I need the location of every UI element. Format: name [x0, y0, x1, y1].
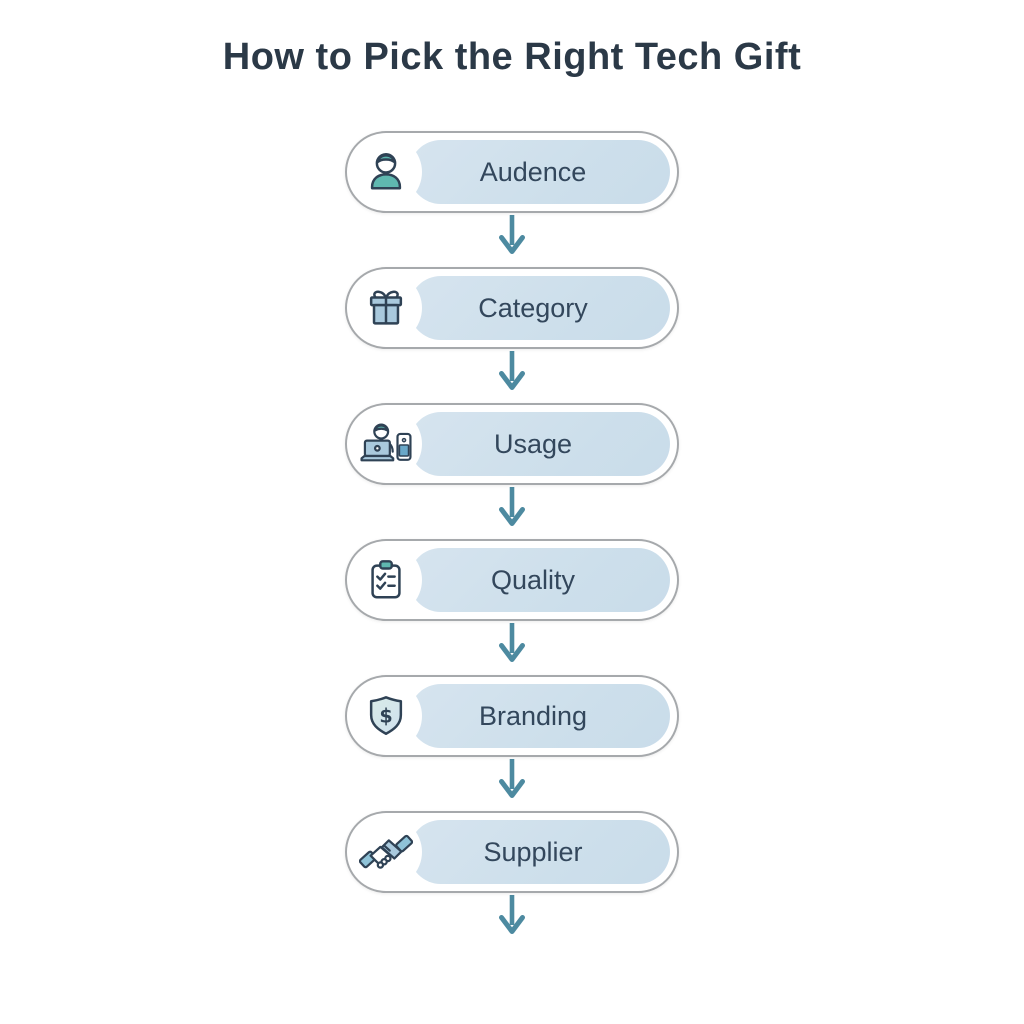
- step-label: Audence: [479, 156, 587, 187]
- flow-arrow: [498, 213, 526, 267]
- flow-arrow-final: [498, 893, 526, 947]
- pill-fill: [409, 276, 670, 340]
- step-label: Category: [478, 292, 588, 323]
- page-title: How to Pick the Right Tech Gift: [222, 36, 802, 78]
- flowchart: Audence Category: [344, 131, 680, 947]
- step-label: Quality: [490, 564, 576, 595]
- flow-arrow: [498, 621, 526, 675]
- step-supplier: Supplier: [345, 811, 679, 893]
- person-icon: [350, 136, 422, 208]
- arrow-down-icon: [499, 215, 525, 254]
- pill-fill: [409, 684, 670, 748]
- step-audience: Audence: [345, 131, 679, 213]
- arrow-down-icon: [499, 623, 525, 662]
- handshake-icon: [350, 816, 422, 888]
- arrow-down-icon: [499, 759, 525, 798]
- flow-arrow: [498, 349, 526, 403]
- arrow-down-icon: [499, 487, 525, 526]
- pill-fill: [409, 548, 670, 612]
- step-label: Branding: [478, 700, 588, 731]
- step-quality: Quality: [345, 539, 679, 621]
- pill-fill: [409, 140, 670, 204]
- flow-arrow: [498, 485, 526, 539]
- step-category: Category: [345, 267, 679, 349]
- svg-text:$: $: [379, 705, 392, 728]
- pill-fill: [409, 412, 670, 476]
- shield-dollar-icon: $: [350, 680, 422, 752]
- step-usage: Usage: [345, 403, 679, 485]
- gift-icon: [350, 272, 422, 344]
- flow-arrow: [498, 757, 526, 811]
- arrow-down-icon: [499, 895, 525, 934]
- step-label: Supplier: [483, 836, 583, 867]
- step-label: Usage: [493, 428, 573, 459]
- laptop-user-icon: [350, 408, 422, 480]
- step-branding: $ Branding: [345, 675, 679, 757]
- checklist-icon: [350, 544, 422, 616]
- arrow-down-icon: [499, 351, 525, 390]
- pill-fill: [409, 820, 670, 884]
